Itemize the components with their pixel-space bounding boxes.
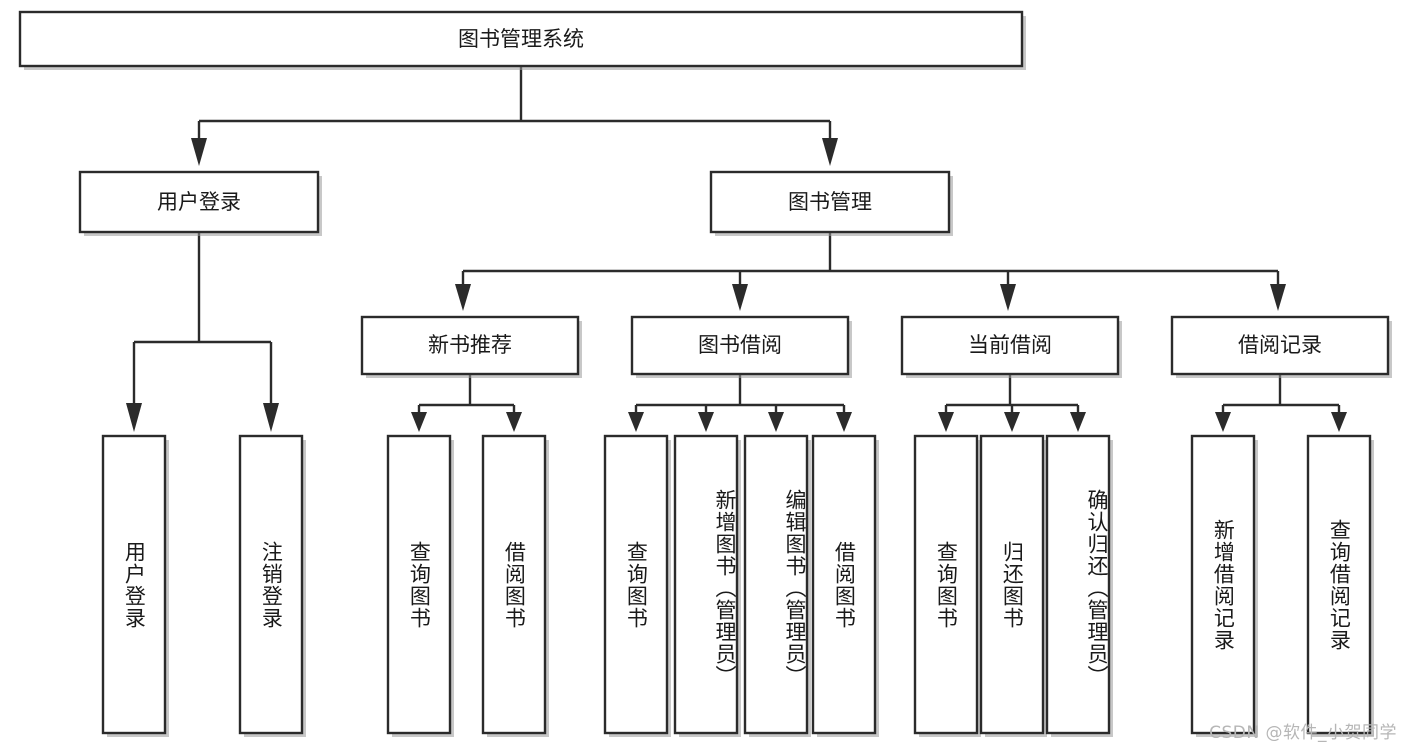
leaf-boxes [101, 434, 1374, 737]
node-leaf-query-record[interactable] [1306, 434, 1374, 737]
node-root[interactable]: 图书管理系统 [18, 10, 1026, 70]
node-borrow-record-label: 借阅记录 [1238, 333, 1322, 357]
node-leaf-add-book[interactable] [673, 434, 741, 737]
node-leaf-query-book-1[interactable] [386, 434, 454, 737]
connector-recommend-to-leaves [411, 374, 522, 432]
node-leaf-add-record[interactable] [1190, 434, 1258, 737]
node-leaf-borrow-book-1[interactable] [481, 434, 549, 737]
connector-record-to-leaves [1215, 374, 1347, 432]
node-user-login-label: 用户登录 [157, 190, 241, 214]
connector-borrow-to-leaves [628, 374, 852, 432]
node-root-label: 图书管理系统 [458, 27, 584, 51]
node-leaf-query-book-3[interactable] [913, 434, 981, 737]
node-leaf-user-login[interactable] [101, 434, 169, 737]
node-leaf-confirm-return[interactable] [1045, 434, 1113, 737]
node-current-borrow[interactable]: 当前借阅 [900, 315, 1122, 378]
csdn-watermark: CSDN @软件_小贺同学 [1209, 723, 1397, 743]
connector-root-to-level2 [191, 66, 838, 166]
node-user-login[interactable]: 用户登录 [78, 170, 322, 236]
connector-current-to-leaves [938, 374, 1086, 432]
node-new-book-recommend[interactable]: 新书推荐 [360, 315, 582, 378]
node-book-manage[interactable]: 图书管理 [709, 170, 953, 236]
node-book-borrow-label: 图书借阅 [698, 333, 782, 357]
node-book-borrow[interactable]: 图书借阅 [630, 315, 852, 378]
node-current-borrow-label: 当前借阅 [968, 333, 1052, 357]
node-book-manage-label: 图书管理 [788, 190, 872, 214]
node-leaf-query-book-2[interactable] [603, 434, 671, 737]
node-borrow-record[interactable]: 借阅记录 [1170, 315, 1392, 378]
connector-bookmanage-to-level3 [455, 232, 1286, 311]
node-new-book-recommend-label: 新书推荐 [428, 333, 512, 357]
node-leaf-borrow-book-2[interactable] [811, 434, 879, 737]
connector-userlogin-to-leaves [126, 232, 279, 432]
node-leaf-logout-login[interactable] [238, 434, 306, 737]
node-leaf-edit-book[interactable] [743, 434, 811, 737]
node-leaf-return-book[interactable] [979, 434, 1047, 737]
